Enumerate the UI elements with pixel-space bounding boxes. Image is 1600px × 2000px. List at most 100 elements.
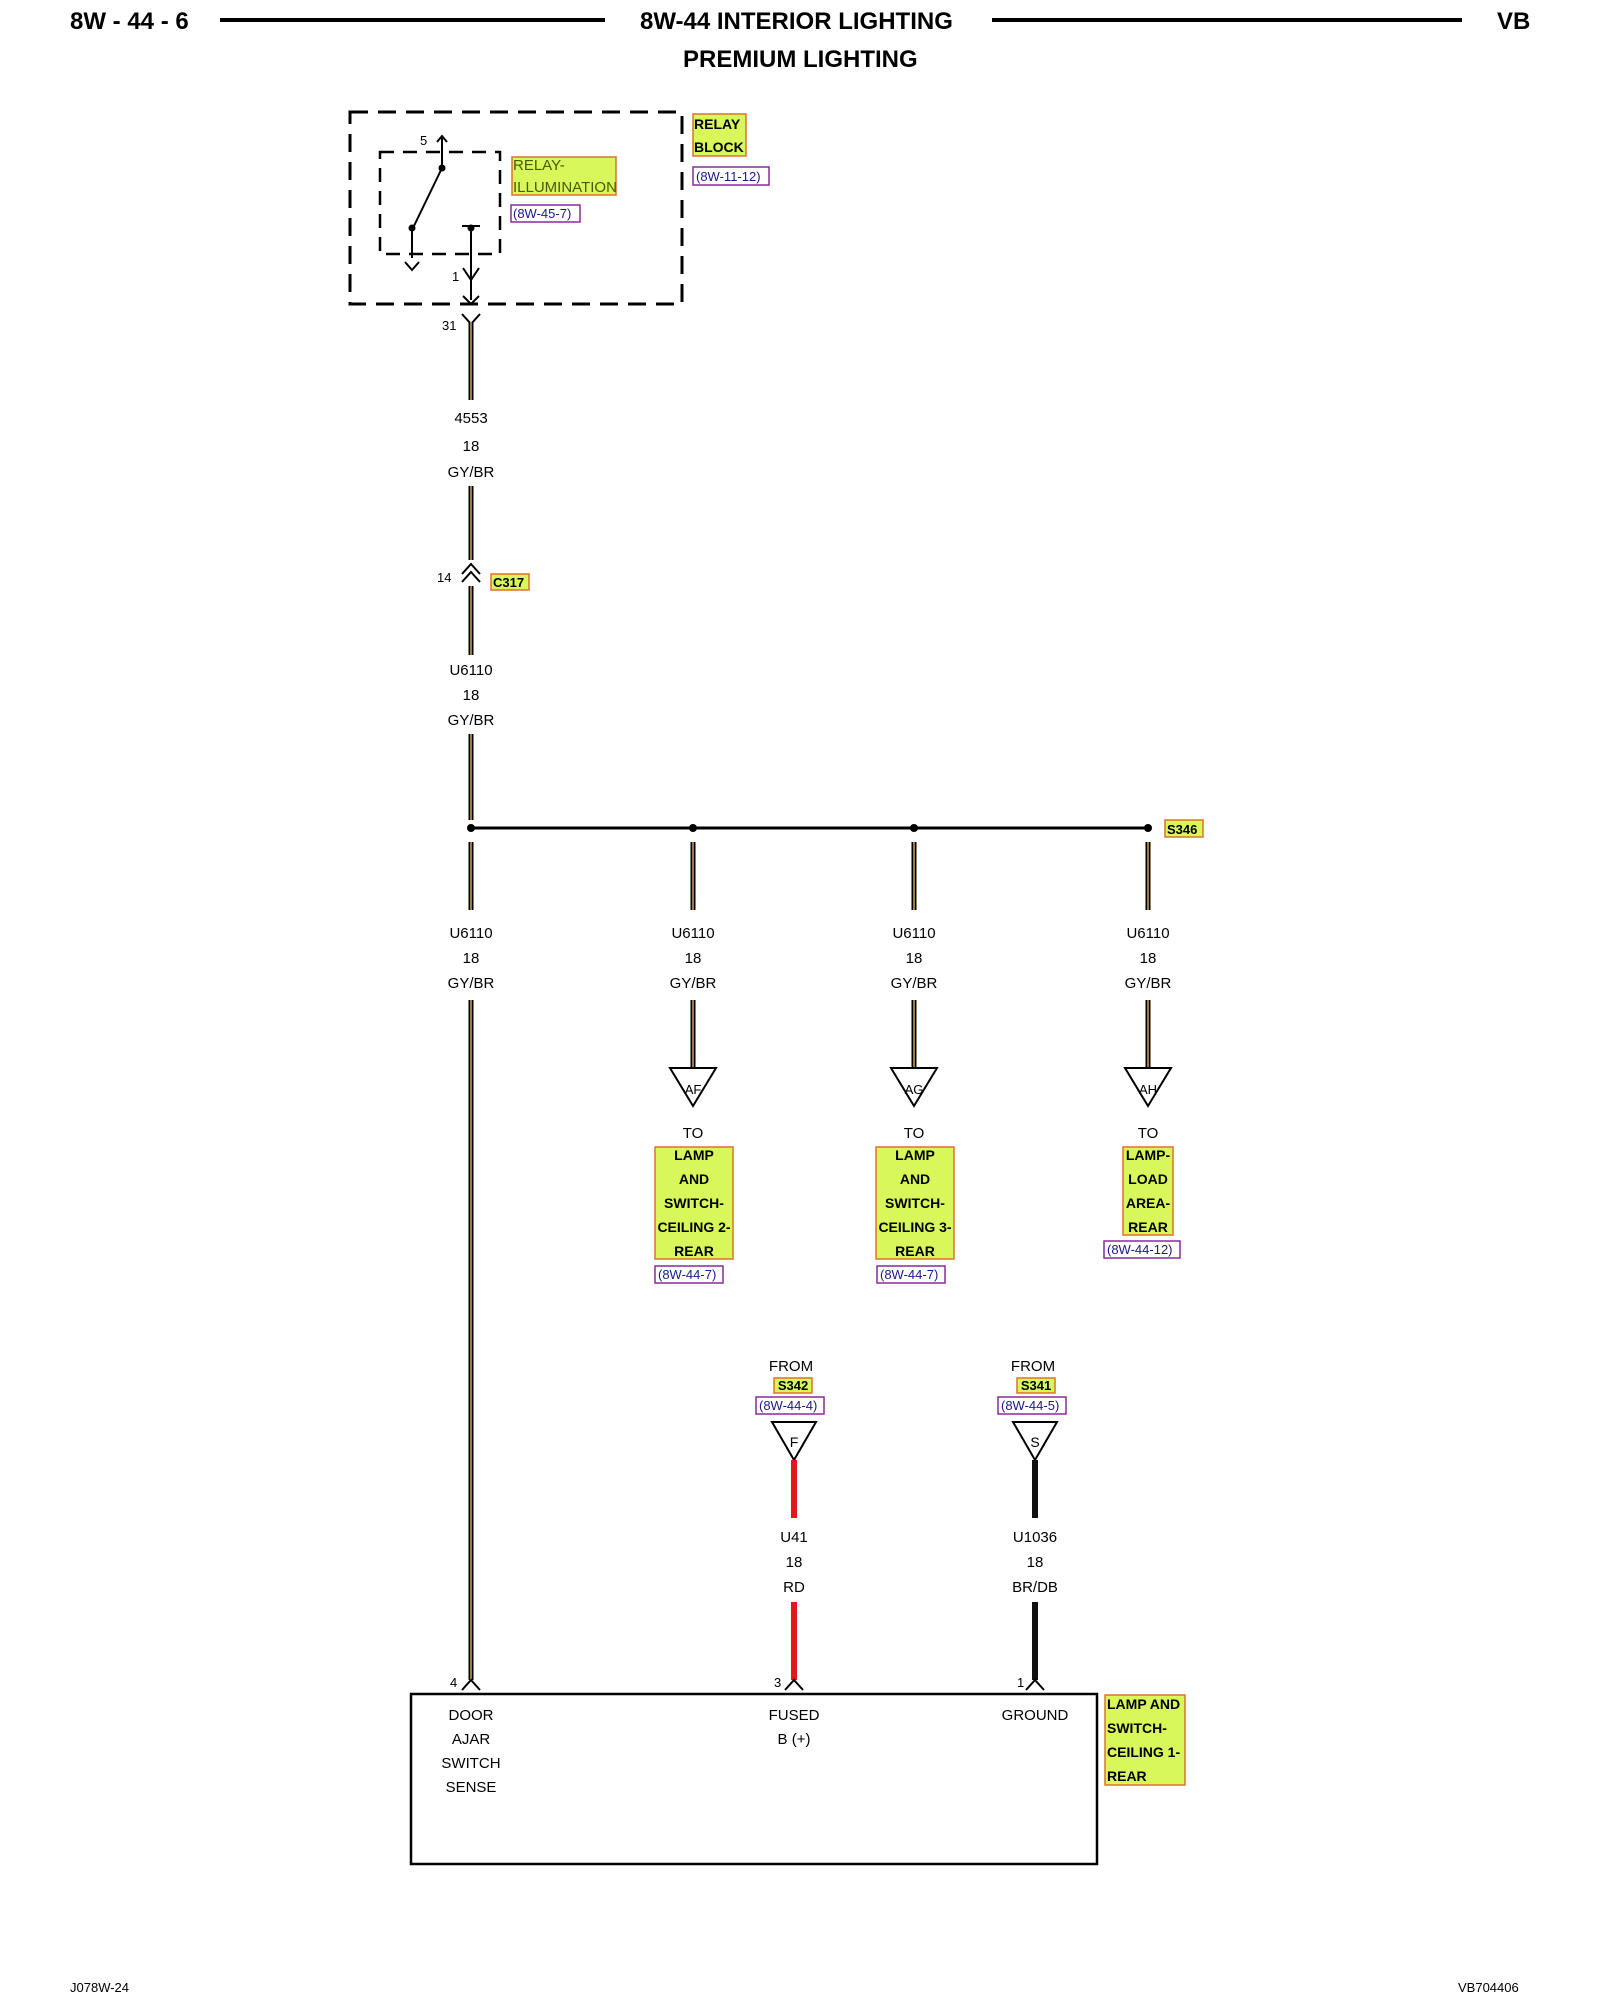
branch-af-color: GY/BR bbox=[670, 975, 717, 992]
branch-af-dest-3[interactable]: SWITCH- bbox=[664, 1195, 724, 1211]
relay-pin-1: 1 bbox=[452, 269, 459, 284]
model-code: VB bbox=[1497, 8, 1531, 35]
relay-illumination-ref-box[interactable] bbox=[510, 204, 581, 223]
component-name-4[interactable]: REAR bbox=[1107, 1768, 1147, 1784]
branch-af-circuit: U6110 bbox=[671, 925, 714, 942]
relay-illumination-ref[interactable]: (8W-45-7) bbox=[513, 206, 571, 221]
door-label-4: SENSE bbox=[446, 1779, 497, 1796]
relay-contact-icon bbox=[404, 134, 480, 306]
branch-ah-dest-bg bbox=[1122, 1146, 1174, 1236]
branch-ag-to: TO bbox=[904, 1125, 925, 1142]
branch-af bbox=[668, 842, 718, 1108]
feed-s342-splice[interactable]: S342 bbox=[778, 1378, 808, 1393]
branch-ah-dest-3[interactable]: AREA- bbox=[1126, 1195, 1171, 1211]
branch-ag-dest-4[interactable]: CEILING 3- bbox=[878, 1219, 951, 1235]
branch-ag-circuit: U6110 bbox=[892, 925, 935, 942]
wire-u6110-gauge: 18 bbox=[463, 687, 480, 704]
branch-af-ref[interactable]: (8W-44-7) bbox=[658, 1267, 716, 1282]
branch-af-dest-4[interactable]: CEILING 2- bbox=[657, 1219, 730, 1235]
splice-s346-label-bg bbox=[1164, 819, 1204, 838]
wire-u1036-color: BR/DB bbox=[1012, 1579, 1058, 1596]
branch-ah-ref-box[interactable] bbox=[1103, 1240, 1181, 1259]
branch-ag-dest-1[interactable]: LAMP bbox=[895, 1147, 935, 1163]
connector-af-label: AF bbox=[685, 1082, 702, 1097]
relay-block-ref-box[interactable] bbox=[692, 166, 770, 186]
ground-label: GROUND bbox=[1002, 1707, 1069, 1724]
relay-block-label-2: BLOCK bbox=[694, 139, 744, 155]
connector-ag-icon bbox=[889, 1067, 939, 1108]
feed-s341-ref-box[interactable] bbox=[997, 1396, 1067, 1415]
branch-af-ref-box[interactable] bbox=[654, 1265, 724, 1284]
connector-ag-label: AG bbox=[905, 1082, 924, 1097]
branch-ah bbox=[1123, 842, 1173, 1108]
header-rule-left bbox=[220, 18, 605, 22]
footer-left-code: J078W-24 bbox=[70, 1980, 130, 1995]
connector-c317-label[interactable]: C317 bbox=[493, 575, 524, 590]
fused-label-1: FUSED bbox=[769, 1707, 820, 1724]
feed-s342-splice-bg bbox=[773, 1377, 813, 1394]
splice-node bbox=[1144, 824, 1152, 832]
branch-ah-dest-2[interactable]: LOAD bbox=[1128, 1171, 1168, 1187]
relay-illumination-label-2: ILLUMINATION bbox=[513, 179, 617, 196]
feed-s342-ref[interactable]: (8W-44-4) bbox=[759, 1398, 817, 1413]
branch-ah-dest-4[interactable]: REAR bbox=[1128, 1219, 1168, 1235]
wire-u6110-circuit: U6110 bbox=[449, 662, 492, 679]
component-pins bbox=[461, 1678, 1045, 1691]
branch-ah-color: GY/BR bbox=[1125, 975, 1172, 992]
branch-1-color: GY/BR bbox=[448, 975, 495, 992]
branch-af-dest-1[interactable]: LAMP bbox=[674, 1147, 714, 1163]
branch-ag-ref[interactable]: (8W-44-7) bbox=[880, 1267, 938, 1282]
wire-u1036-gauge: 18 bbox=[1027, 1554, 1044, 1571]
door-label-1: DOOR bbox=[449, 1707, 494, 1724]
connector-ah-icon bbox=[1123, 1067, 1173, 1108]
component-name-3[interactable]: CEILING 1- bbox=[1107, 1744, 1180, 1760]
branch-ag-dest-bg bbox=[875, 1146, 955, 1260]
page-title: 8W-44 INTERIOR LIGHTING bbox=[640, 8, 953, 35]
lamp-and-switch-ceiling-1-rear[interactable] bbox=[409, 1692, 1099, 1866]
door-label-2: AJAR bbox=[452, 1731, 491, 1748]
component-name-2[interactable]: SWITCH- bbox=[1107, 1720, 1167, 1736]
branch-ah-gauge: 18 bbox=[1140, 950, 1157, 967]
splice-bus bbox=[467, 824, 1152, 832]
branch-ag-ref-box[interactable] bbox=[876, 1265, 946, 1284]
feed-s342-ref-box[interactable] bbox=[755, 1396, 825, 1415]
wire-4553-color: GY/BR bbox=[448, 464, 495, 481]
wire-4553-circuit: 4553 bbox=[454, 410, 487, 427]
branch-ag-gauge: 18 bbox=[906, 950, 923, 967]
feed-s341-ref[interactable]: (8W-44-5) bbox=[1001, 1398, 1059, 1413]
page-code: 8W - 44 - 6 bbox=[70, 8, 189, 35]
connector-s-label: S bbox=[1030, 1434, 1039, 1450]
branch-1-gauge: 18 bbox=[463, 950, 480, 967]
relay-block-ref[interactable]: (8W-11-12) bbox=[696, 169, 761, 184]
branch-ag-dest-3[interactable]: SWITCH- bbox=[885, 1195, 945, 1211]
branch-af-dest-bg bbox=[654, 1146, 734, 1260]
branch-ag-dest-5[interactable]: REAR bbox=[895, 1243, 935, 1259]
relay-block-label-bg bbox=[692, 113, 747, 157]
branch-1-circuit: U6110 bbox=[449, 925, 492, 942]
connector-f-label: F bbox=[790, 1434, 799, 1450]
relay-block-label-1: RELAY bbox=[694, 116, 741, 132]
splice-s346-label[interactable]: S346 bbox=[1167, 822, 1197, 837]
component-name-1[interactable]: LAMP AND bbox=[1107, 1696, 1180, 1712]
branch-ah-dest-1[interactable]: LAMP- bbox=[1126, 1147, 1171, 1163]
branch-af-dest-5[interactable]: REAR bbox=[674, 1243, 714, 1259]
fused-label-2: B (+) bbox=[778, 1731, 811, 1748]
branch-ah-ref[interactable]: (8W-44-12) bbox=[1107, 1242, 1173, 1257]
feed-s341-splice[interactable]: S341 bbox=[1021, 1378, 1051, 1393]
wire-u41-circuit: U41 bbox=[780, 1529, 808, 1546]
branch-ag-dest-2[interactable]: AND bbox=[900, 1171, 930, 1187]
branch-af-dest-2[interactable]: AND bbox=[679, 1171, 709, 1187]
branch-af-to: TO bbox=[683, 1125, 704, 1142]
relay-illumination-label-1: RELAY- bbox=[513, 157, 565, 174]
feed-s342-from: FROM bbox=[769, 1358, 813, 1375]
relay-block-outline bbox=[348, 110, 684, 306]
branch-ah-to: TO bbox=[1138, 1125, 1159, 1142]
branch-af-gauge: 18 bbox=[685, 950, 702, 967]
branch-ah-circuit: U6110 bbox=[1126, 925, 1169, 942]
relay-illumination-label-bg bbox=[511, 156, 617, 196]
component-name-bg bbox=[1104, 1694, 1186, 1786]
relay-block: 5 1 RELAY BLOCK (8W-11-12) RELAY- ILLUMI… bbox=[348, 110, 770, 306]
pin-1: 1 bbox=[1017, 1675, 1024, 1690]
connector-f-icon bbox=[770, 1421, 818, 1462]
